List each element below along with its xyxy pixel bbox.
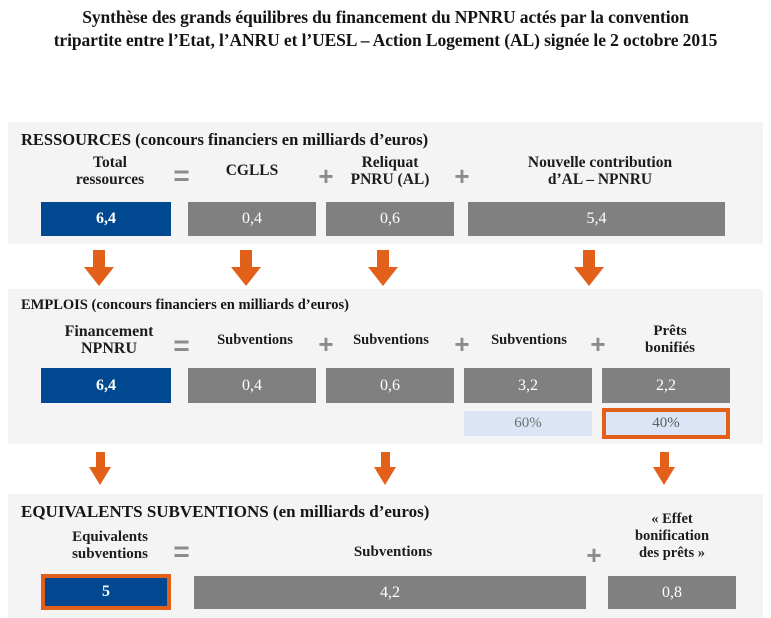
section-equivalents-heading: EQUIVALENTS SUBVENTIONS (en milliards d’… <box>21 502 430 521</box>
section-emplois: EMPLOIS (concours financiers en milliard… <box>8 289 763 444</box>
emplois-value-subventions-3: 3,2 <box>464 368 592 403</box>
page-title-line-2: tripartite entre l’Etat, l’ANRU et l’UES… <box>53 30 718 50</box>
emplois-label-subventions-1: Subventions <box>217 332 293 348</box>
operator-plus-emplois-3: + <box>590 329 606 359</box>
emplois-label-subventions-3: Subventions <box>491 332 567 348</box>
equivalents-label-equivalents: Equivalents subventions <box>72 529 148 562</box>
operator-plus-equivalents: + <box>586 540 602 570</box>
arrow-down-2 <box>231 250 261 286</box>
ressources-value-cglls: 0,4 <box>188 202 316 236</box>
emplois-label-financement: Financement NPNRU <box>64 323 154 357</box>
ressources-label-cglls: CGLLS <box>225 162 279 179</box>
section-equivalents: EQUIVALENTS SUBVENTIONS (en milliards d’… <box>8 494 763 618</box>
arrow-down-4 <box>574 250 604 286</box>
page-title-line-1: Synthèse des grands équilibres du financ… <box>82 7 689 27</box>
operator-plus-emplois-1: + <box>318 329 334 359</box>
arrow-down-1 <box>84 250 114 286</box>
operator-equals-ressources: = <box>173 160 189 191</box>
operator-equals-equivalents: = <box>173 536 189 567</box>
operator-plus-ressources-2: + <box>454 161 470 191</box>
emplois-label-subventions-2: Subventions <box>353 332 429 348</box>
emplois-value-subventions-2: 0,6 <box>326 368 454 403</box>
emplois-value-prets: 2,2 <box>602 368 730 403</box>
arrow-down-3 <box>368 250 398 286</box>
emplois-percent-subventions: 60% <box>464 411 592 436</box>
ressources-label-nouvelle: Nouvelle contribution d’AL – NPNRU <box>527 154 673 188</box>
operator-equals-emplois: = <box>173 330 189 361</box>
ressources-label-reliquat: Reliquat PNRU (AL) <box>350 154 430 188</box>
section-ressources: RESSOURCES (concours financiers en milli… <box>8 122 763 244</box>
section-ressources-heading: RESSOURCES (concours financiers en milli… <box>21 130 429 149</box>
emplois-value-financement: 6,4 <box>41 368 171 403</box>
ressources-value-reliquat: 0,6 <box>326 202 454 236</box>
equivalents-value-equivalents: 5 <box>41 574 171 610</box>
page-title: Synthèse des grands équilibres du financ… <box>0 6 771 52</box>
arrow-down-6 <box>374 452 396 486</box>
ressources-label-total: Total ressources <box>75 154 145 188</box>
emplois-percent-prets: 40% <box>602 408 730 439</box>
equivalents-label-effet: « Effet bonification des prêts » <box>634 511 710 561</box>
ressources-value-total: 6,4 <box>41 202 171 236</box>
section-emplois-heading: EMPLOIS (concours financiers en milliard… <box>21 297 349 313</box>
operator-plus-emplois-2: + <box>454 329 470 359</box>
equivalents-value-subventions: 4,2 <box>194 576 586 609</box>
operator-plus-ressources-1: + <box>318 161 334 191</box>
emplois-label-prets: Prêts bonifiés <box>644 323 695 356</box>
emplois-value-subventions-1: 0,4 <box>188 368 316 403</box>
arrow-down-5 <box>89 452 111 486</box>
arrow-down-7 <box>653 452 675 486</box>
equivalents-label-subventions: Subventions <box>353 544 433 560</box>
equivalents-value-effet: 0,8 <box>608 576 736 609</box>
ressources-value-nouvelle: 5,4 <box>468 202 725 236</box>
